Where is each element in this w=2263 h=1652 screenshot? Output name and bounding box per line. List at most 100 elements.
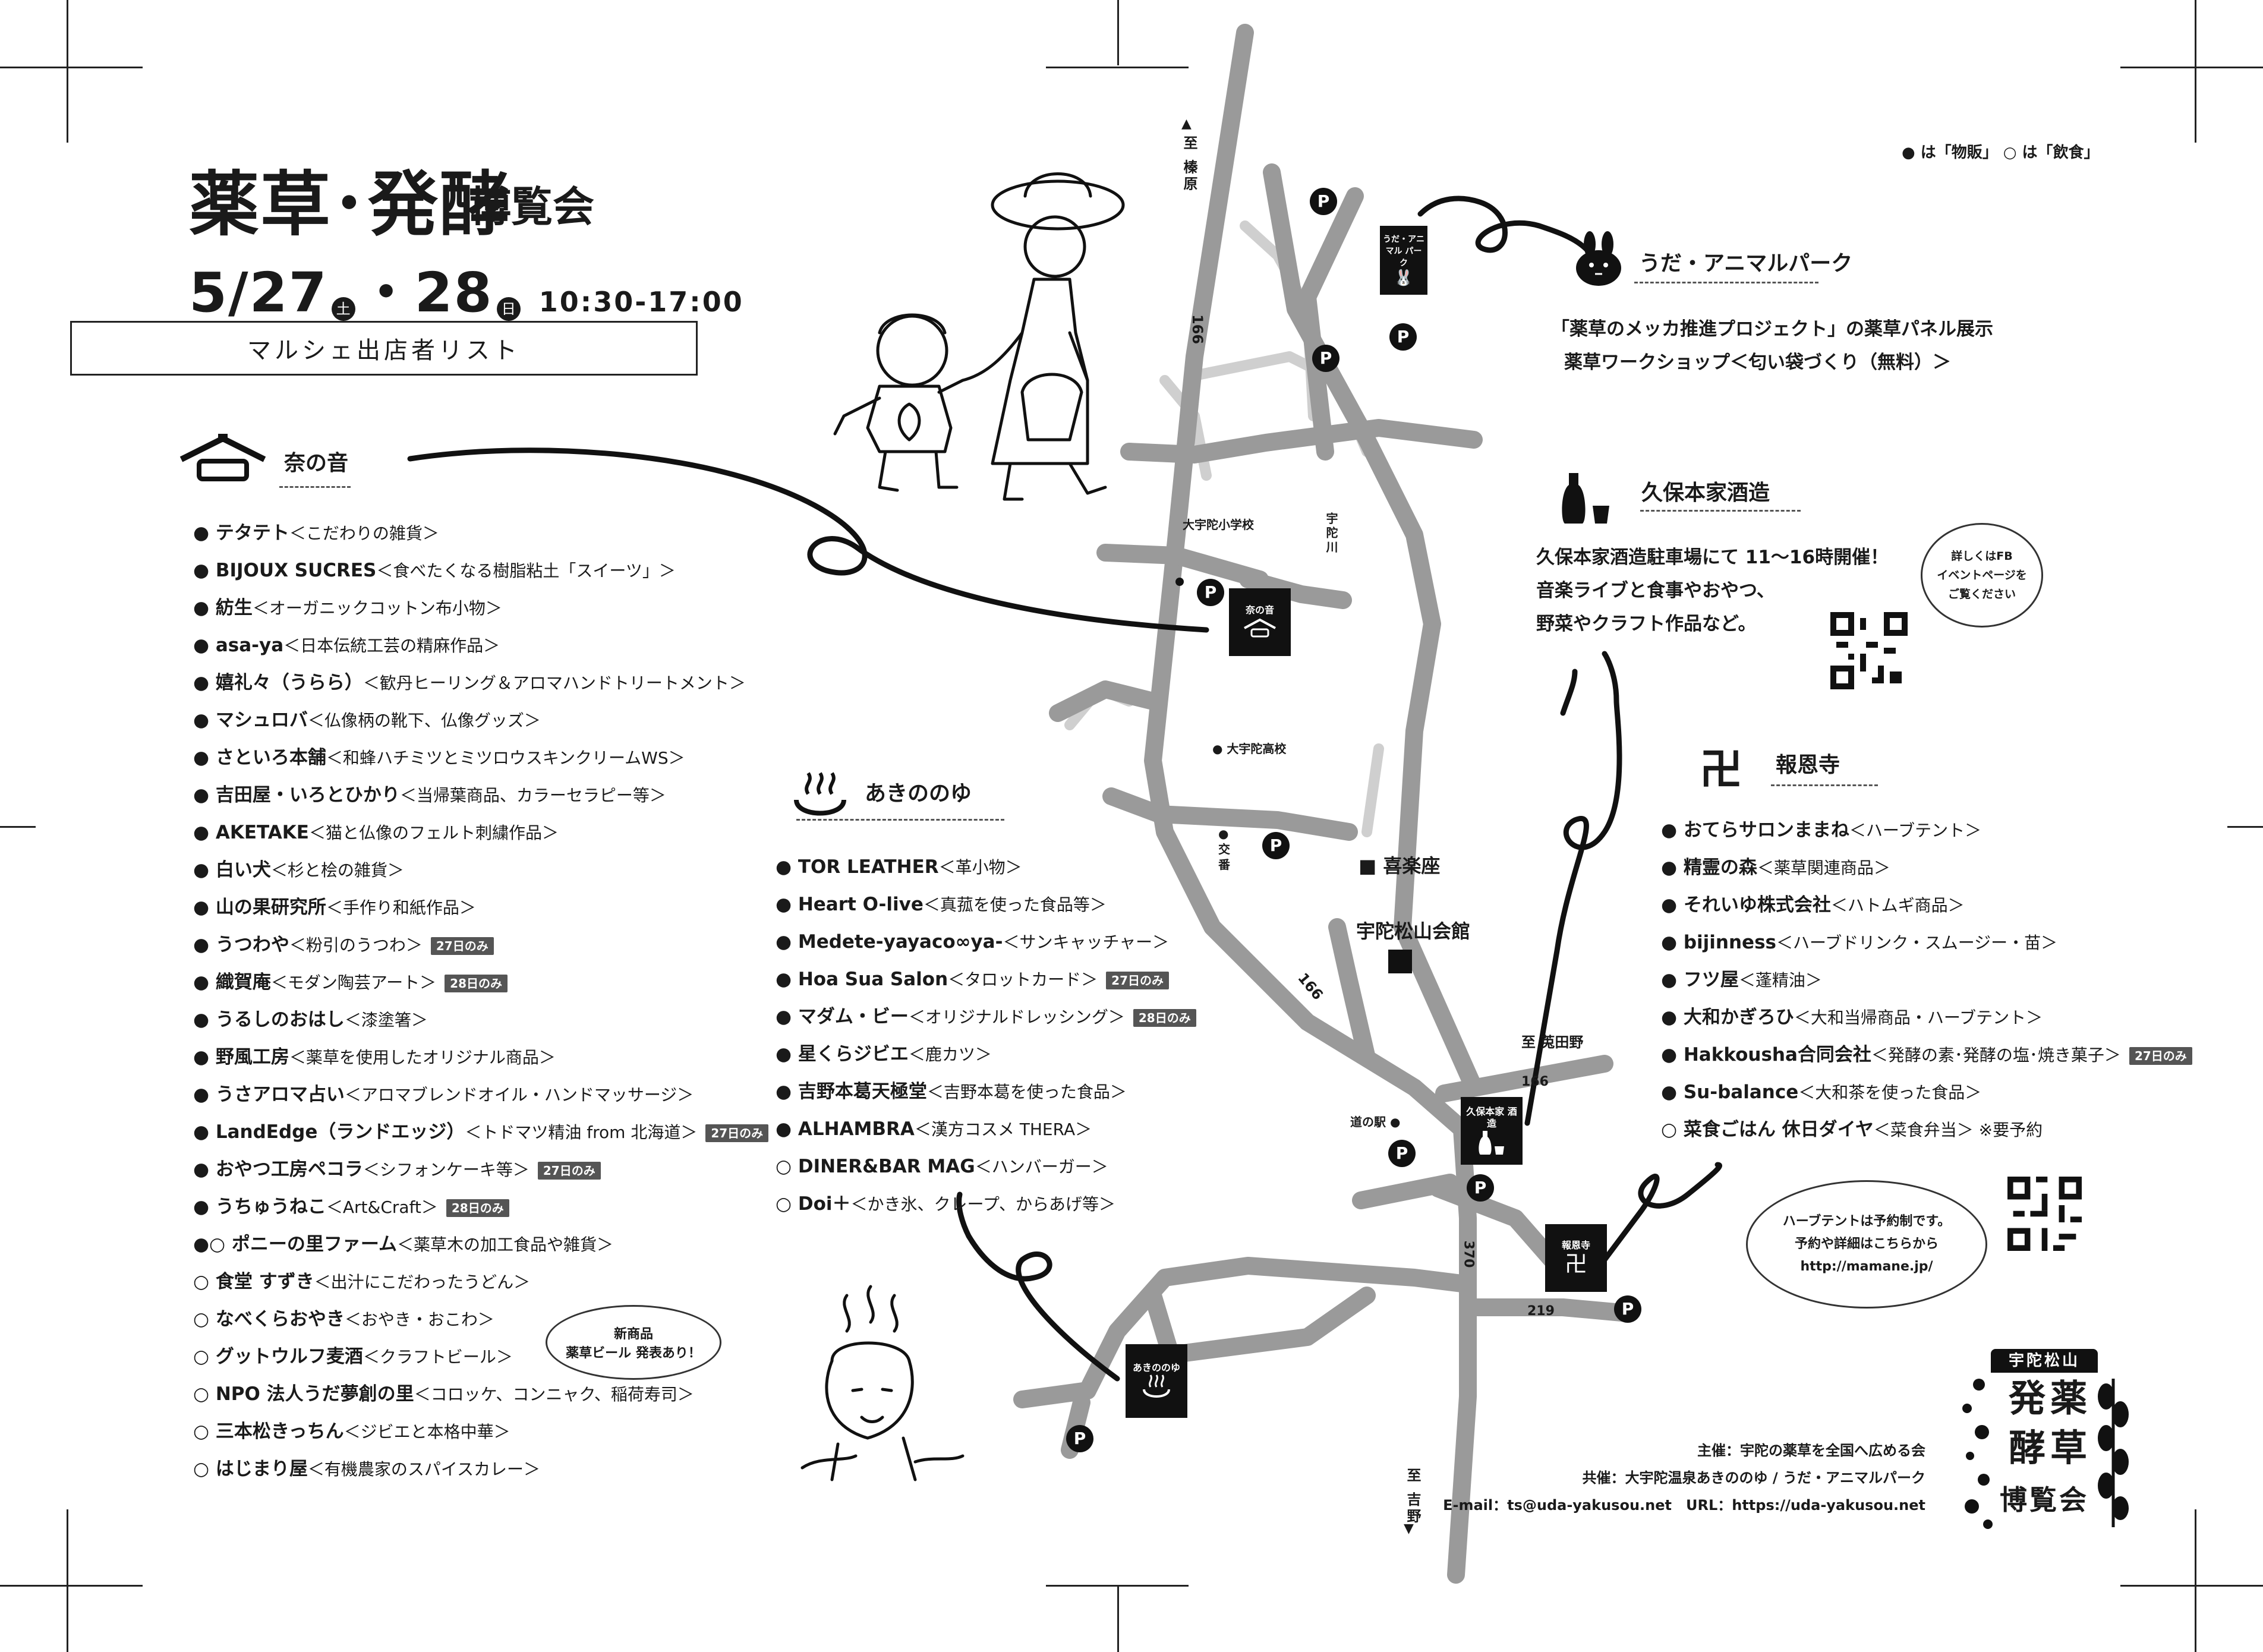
vendor-description: ＜ハトムギ商品＞ bbox=[1830, 896, 1965, 915]
vendor-name: ● おてらサロンままね bbox=[1661, 819, 1849, 841]
logo-col: 薬 草 bbox=[2044, 1379, 2087, 1465]
venue-box-akinonoyu[interactable]: あきののゆ bbox=[1126, 1344, 1187, 1418]
venue-name: うだ・アニマル パーク bbox=[1383, 235, 1424, 268]
vendor-description: ＜トドマツ精油 from 北海道＞ bbox=[465, 1123, 698, 1142]
parking-icon: P bbox=[1312, 345, 1339, 372]
vendor-description: ＜大和当帰商品・ハーブテント＞ bbox=[1794, 1008, 2043, 1027]
vendor-name: ○ なべくらおやき bbox=[193, 1309, 345, 1330]
logo-top: 宇陀松山 bbox=[1991, 1349, 2098, 1373]
vendor-name: ● 吉田屋・いろとひかり bbox=[193, 784, 400, 806]
qr-code-mamane[interactable] bbox=[2007, 1177, 2082, 1251]
venue-box-kubo[interactable]: 久保本家 酒造 bbox=[1461, 1097, 1523, 1165]
parking-icon: P bbox=[1262, 832, 1290, 859]
venue-box-nanoon[interactable]: 奈の音 bbox=[1229, 588, 1291, 656]
vendor-description: ＜吉野本葛を使った食品＞ bbox=[926, 1082, 1127, 1102]
kubo-title: 久保本家酒造 bbox=[1641, 481, 1770, 505]
vendor-item: ● Heart O-live＜真菰を使った食品等＞ bbox=[776, 886, 1196, 923]
bubble-line: 新商品 bbox=[613, 1327, 653, 1342]
nanoon-title: 奈の音 bbox=[284, 451, 349, 475]
bubble-line: 薬草ビール 発表あり！ bbox=[566, 1346, 701, 1361]
herb-leaf-icon bbox=[2098, 1379, 2129, 1527]
new-product-bubble: 新商品 薬草ビール 発表あり！ bbox=[546, 1305, 721, 1380]
vendor-item: ● それいゆ株式会社＜ハトムギ商品＞ bbox=[1661, 887, 2192, 924]
animal-park-title: うだ・アニマルパーク bbox=[1639, 251, 1853, 276]
logo-col: 発 酵 bbox=[2002, 1379, 2045, 1465]
vendor-name: ● Medete-yayaco∞ya- bbox=[776, 931, 1003, 953]
dots-decoration-icon bbox=[1962, 1379, 1993, 1529]
vendor-list-title: マルシェ出店者リスト bbox=[70, 321, 698, 376]
vendor-description: ＜おやき・おこわ＞ bbox=[344, 1310, 494, 1329]
crop-mark bbox=[2120, 1585, 2263, 1587]
vendor-name: ● うるしのおはし bbox=[193, 1009, 345, 1030]
day-only-badge: 28日のみ bbox=[446, 1199, 509, 1217]
day-only-badge: 27日のみ bbox=[2129, 1046, 2192, 1065]
vendor-name: ● Heart O-live bbox=[776, 894, 924, 915]
michinoeki-label: 道の駅 ● bbox=[1350, 1115, 1401, 1129]
venue-box-animal-park[interactable]: うだ・アニマル パーク 🐰 bbox=[1380, 226, 1427, 295]
vendor-item: ● TOR LEATHER＜革小物＞ bbox=[776, 849, 1196, 886]
vendor-name: ○ はじまり屋 bbox=[193, 1458, 308, 1480]
day-only-badge: 27日のみ bbox=[1106, 971, 1169, 989]
bubble-line: 予約や詳細はこちらから bbox=[1794, 1237, 1939, 1251]
date-day2: ・28 bbox=[358, 261, 493, 324]
to-haibara-label: 至 榛原 bbox=[1181, 135, 1197, 193]
animal-park-info: 「薬草のメッカ推進プロジェクト」の薬草パネル展示 薬草ワークショップ＜匂い袋づく… bbox=[1551, 313, 1993, 379]
vendor-item: ● LandEdge（ランドエッジ）＜トドマツ精油 from 北海道＞27日のみ bbox=[193, 1114, 769, 1151]
logo-bottom: 博覧会 bbox=[2000, 1484, 2089, 1516]
info-line: 「薬草のメッカ推進プロジェクト」の薬草パネル展示 bbox=[1551, 319, 1993, 340]
route-370-label: 370 bbox=[1461, 1240, 1476, 1268]
vendor-name: ● さといろ本舗 bbox=[193, 747, 326, 768]
akinonoyu-title: あきののゆ bbox=[865, 781, 972, 806]
vendor-name: ● 織賀庵 bbox=[193, 972, 271, 993]
vendor-item: ● Hoa Sua Salon＜タロットカード＞27日のみ bbox=[776, 961, 1196, 998]
day-only-badge: 27日のみ bbox=[430, 937, 494, 955]
vendor-item: ● 精霊の森＜薬草関連商品＞ bbox=[1661, 849, 2192, 887]
qr-code-fb[interactable] bbox=[1830, 612, 1908, 689]
vendor-item: ● Hakkousha合同会社＜発酵の素･発酵の塩･焼き菓子＞27日のみ bbox=[1661, 1036, 2192, 1074]
vendor-description: ＜鹿カツ＞ bbox=[908, 1045, 992, 1064]
weekday-badge: 日 bbox=[496, 297, 521, 321]
vendor-name: ● BIJOUX SUCRES bbox=[193, 560, 377, 581]
vendor-item: ● BIJOUX SUCRES＜食べたくなる樹脂粘土「スイーツ」＞ bbox=[193, 552, 768, 589]
vendor-description: ＜モダン陶芸アート＞ bbox=[270, 973, 437, 992]
vendor-description: ＜杉と桧の雑貨＞ bbox=[270, 860, 404, 880]
vendor-item: ● フツ屋＜蓬精油＞ bbox=[1661, 961, 2192, 999]
vendor-item: ●○ ポニーの里ファーム＜薬草木の加工食品や雑貨＞ bbox=[193, 1226, 768, 1263]
vendor-item: ● 大和かぎろひ＜大和当帰商品・ハーブテント＞ bbox=[1661, 999, 2192, 1036]
event-title-sub: 博覧会 bbox=[469, 182, 594, 231]
event-time: 10:30-17:00 bbox=[538, 286, 744, 318]
arrow-up-icon: ▲ bbox=[1181, 116, 1192, 131]
vendor-description: ＜ハンバーガー＞ bbox=[975, 1157, 1108, 1177]
venue-box-houonji[interactable]: 報恩寺 卍 bbox=[1545, 1224, 1607, 1292]
to-yoshino-label: 至 吉野 bbox=[1404, 1468, 1421, 1525]
vendor-description: ＜有機農家のスパイスカレー＞ bbox=[307, 1459, 541, 1479]
crop-mark bbox=[1046, 1585, 1189, 1587]
crop-mark bbox=[2227, 826, 2263, 828]
vendor-name: ○ Doi＋ bbox=[776, 1193, 851, 1215]
school-name: 大宇陀小学校 bbox=[1183, 518, 1254, 532]
houonji-vendor-list: ● おてらサロンままね＜ハーブテント＞● 精霊の森＜薬草関連商品＞● それいゆ株… bbox=[1661, 812, 2192, 1149]
crop-mark bbox=[67, 0, 68, 143]
crop-mark bbox=[0, 1585, 143, 1587]
vendor-description: ＜かき氷、クレープ、からあげ等＞ bbox=[850, 1194, 1115, 1214]
vendor-item: ○ DINER&BAR MAG＜ハンバーガー＞ bbox=[776, 1148, 1196, 1186]
vendor-name: ● 精霊の森 bbox=[1661, 857, 1757, 878]
vendor-description: ＜猫と仏像のフェルト刺繍作品＞ bbox=[308, 823, 559, 843]
manji-icon: 卍 bbox=[1700, 745, 1743, 795]
hot-spring-icon bbox=[1143, 1374, 1170, 1398]
divider bbox=[1634, 282, 1818, 283]
school-dot bbox=[1175, 578, 1184, 586]
vendor-description: ＜蓬精油＞ bbox=[1738, 970, 1822, 990]
vendor-description: ＜アロマブレンドオイル・ハンドマッサージ＞ bbox=[344, 1085, 694, 1105]
vendor-name: ● フツ屋 bbox=[1661, 969, 1739, 991]
vendor-item: ● 野風工房＜薬草を使用したオリジナル商品＞ bbox=[193, 1039, 768, 1076]
vendor-item: ● 山の果研究所＜手作り和紙作品＞ bbox=[193, 889, 768, 926]
vendor-name: ● 吉野本葛天極堂 bbox=[776, 1081, 927, 1102]
rabbit-icon: 🐰 bbox=[1394, 269, 1414, 287]
fb-bubble: 詳しくはFB イベントページを ご覧ください bbox=[1921, 523, 2043, 628]
parking-icon: P bbox=[1467, 1174, 1494, 1202]
divider bbox=[796, 819, 1004, 821]
vendor-description: ＜サンキャッチャー＞ bbox=[1003, 932, 1170, 952]
vendor-name: ● 大和かぎろひ bbox=[1661, 1007, 1794, 1028]
